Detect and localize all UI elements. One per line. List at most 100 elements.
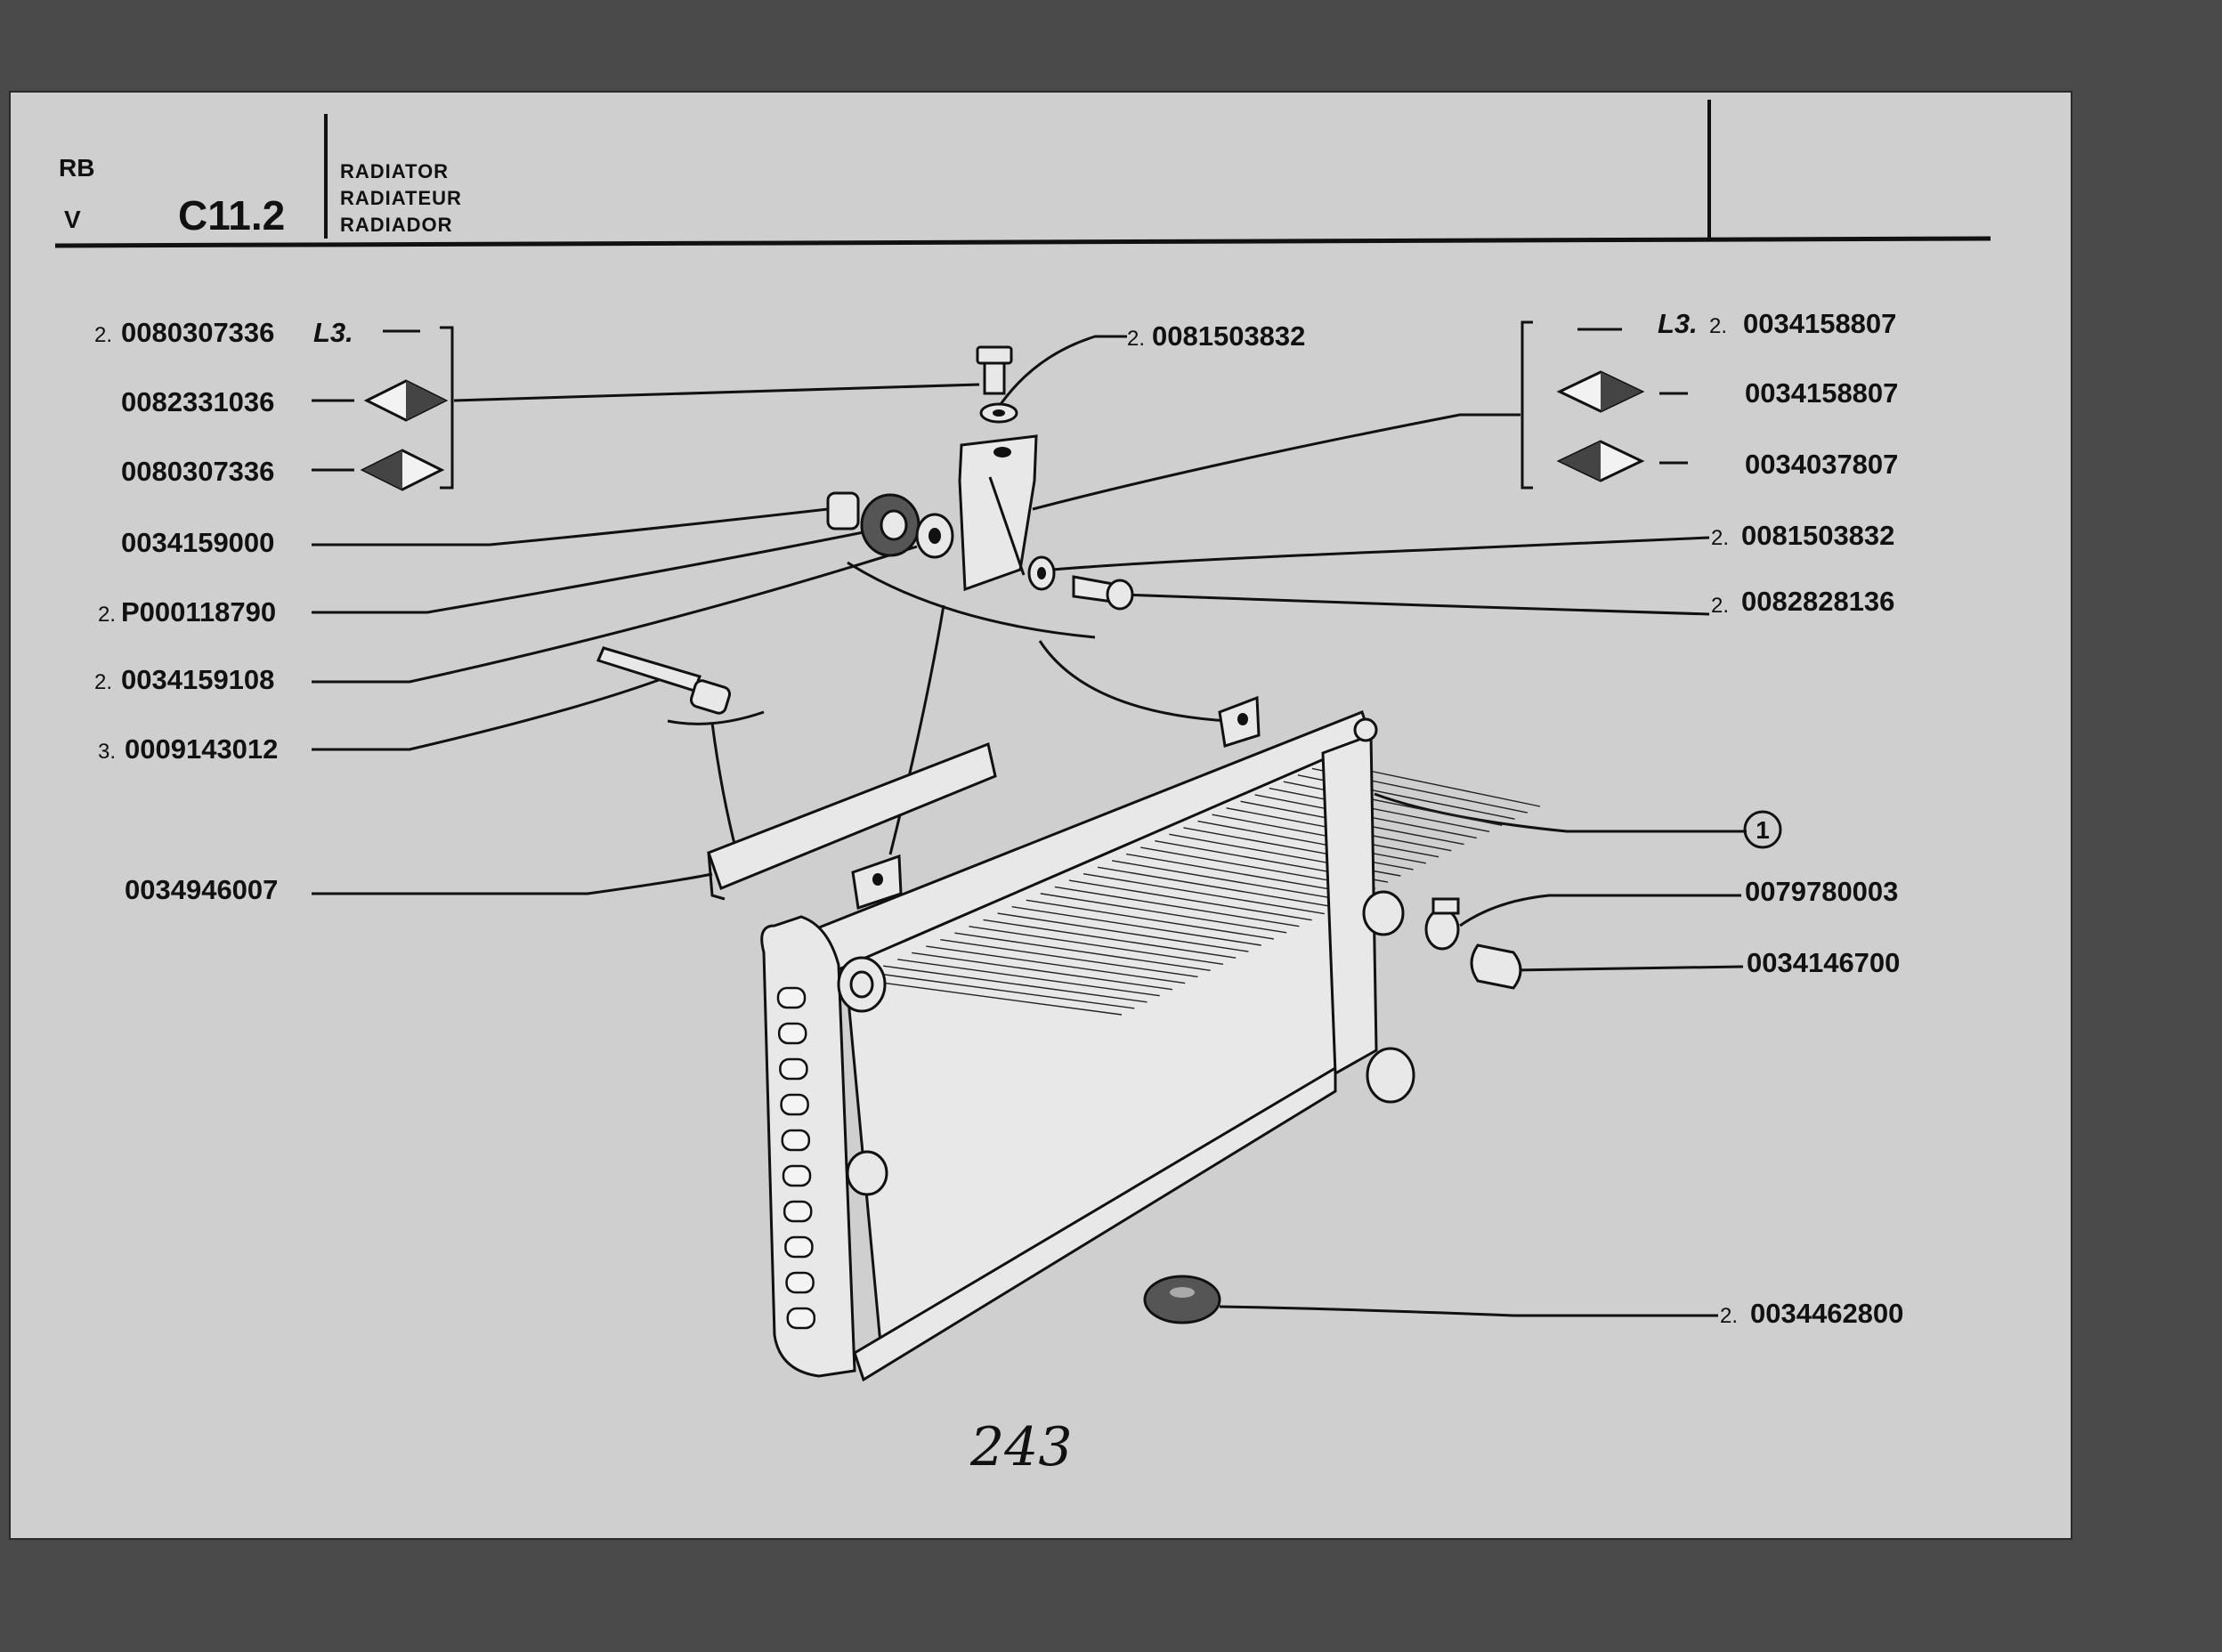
- tank-slot: [780, 1093, 809, 1116]
- fin-line: [926, 945, 1186, 984]
- radiator-filler-cap: [1353, 717, 1378, 742]
- leader-0034462800: [1219, 1305, 1718, 1317]
- washer-hole: [1037, 567, 1046, 579]
- fin-line: [997, 912, 1249, 952]
- tank-slot: [784, 1235, 814, 1259]
- part-number-0034037807: 0034037807: [1745, 449, 1898, 480]
- hose-icon: [1470, 943, 1522, 990]
- mounting-bracket: [958, 434, 1038, 592]
- leader-0081503832-right: [1051, 536, 1710, 571]
- right-variant-bracket: [1521, 320, 1688, 490]
- parts-catalog-sheet: [9, 91, 2072, 1540]
- diamond-fill: [1560, 441, 1601, 481]
- title-spanish: RADIADOR: [340, 214, 453, 236]
- radiator-drain-pipe: [846, 1150, 888, 1196]
- part-number-0082331036: 0082331036: [121, 386, 274, 417]
- title-english: RADIATOR: [340, 160, 449, 182]
- fin-line: [1111, 860, 1350, 903]
- assembly-arc: [847, 561, 1096, 639]
- bracket-hole: [993, 447, 1011, 458]
- qty-label: 2.: [1720, 1304, 1738, 1328]
- fin-line: [969, 926, 1224, 965]
- fin-line: [1054, 886, 1300, 927]
- qty-label: 2.: [1709, 314, 1727, 338]
- tank-slot: [782, 1164, 812, 1187]
- qty-label: 2.: [94, 323, 112, 347]
- hardware-parts: [596, 345, 1522, 1324]
- pipe-opening: [849, 970, 874, 999]
- support-strip-part: [707, 741, 997, 890]
- callout-number: 1: [1756, 816, 1770, 844]
- part-number-p000118790: P000118790: [121, 596, 276, 628]
- radiator-right-tank: [1321, 733, 1378, 1076]
- tank-slot: [776, 986, 807, 1009]
- l3-marker-right: L3.: [1658, 308, 1698, 339]
- fin-line: [883, 965, 1147, 1003]
- fin-line: [1126, 853, 1363, 895]
- fin-line: [1068, 879, 1312, 921]
- left-variant-bracket: [312, 326, 454, 491]
- header-rule: [54, 236, 1991, 248]
- clamp-screw-icon: [1431, 897, 1460, 915]
- fin-line: [1283, 781, 1503, 826]
- qty-label: 2.: [1711, 594, 1729, 618]
- qty-label: 2.: [1711, 526, 1729, 550]
- support-pin-icon: [596, 646, 701, 692]
- leader-0034946007: [312, 872, 713, 895]
- part-number-0034159000: 0034159000: [121, 527, 274, 558]
- rubber-pad-icon: [1143, 1275, 1221, 1324]
- fin-line: [954, 932, 1211, 972]
- radiator-assembly: [760, 695, 1541, 1382]
- qty-label: 3.: [98, 740, 116, 764]
- tank-slot: [781, 1129, 811, 1152]
- bracket-edge: [988, 476, 1026, 576]
- part-number-0080307336-l3: 0080307336: [121, 317, 274, 348]
- tank-slot: [783, 1200, 813, 1223]
- leader-0034037807: [1032, 413, 1521, 511]
- tank-slots: [776, 986, 816, 1330]
- tank-slot: [777, 1022, 807, 1045]
- header: RB V C11.2 RADIATOR RADIATEUR RADIADOR: [54, 100, 1991, 248]
- support-strip: [707, 741, 997, 901]
- part-number-0081503832-top: 0081503832: [1152, 320, 1305, 352]
- diamond-fill: [363, 450, 402, 490]
- qty-label: 2.: [94, 670, 112, 694]
- model-code-rb: RB: [59, 154, 94, 182]
- washer-hole: [993, 409, 1005, 417]
- part-number-0082828136: 0082828136: [1741, 586, 1894, 617]
- callout-1: 1: [1743, 810, 1782, 849]
- top-part-list: 2. 0081503832: [1127, 320, 1305, 352]
- part-number-0034158807: 0034158807: [1745, 377, 1898, 409]
- part-number-0034462800: 0034462800: [1750, 1298, 1903, 1329]
- support-strip-edge: [707, 852, 726, 901]
- qty-label: 2.: [98, 603, 116, 627]
- bracket-left: [440, 326, 454, 490]
- fin-line: [1011, 905, 1261, 946]
- right-part-list: L3. 2. 0034158807 0034158807 0034037807 …: [1658, 308, 1903, 1329]
- part-number-0079780003: 0079780003: [1745, 876, 1898, 907]
- model-code-v: V: [64, 206, 81, 233]
- bolt-head-icon: [1106, 579, 1134, 611]
- assembly-guide: [710, 722, 739, 855]
- leader-0082331036: [453, 383, 980, 402]
- radiator-outlet-pipe: [1366, 1047, 1415, 1104]
- assembly-guide: [888, 604, 945, 855]
- bracket-right: [1521, 320, 1533, 490]
- left-part-list: 2. 0080307336 L3. 0082331036 0080307336 …: [94, 317, 353, 905]
- fin-line: [940, 938, 1198, 978]
- leader-0079780003: [1459, 894, 1741, 927]
- rubber-bush-hole: [880, 509, 908, 541]
- bolt-head-icon: [976, 345, 1013, 365]
- fin-line: [912, 952, 1173, 991]
- fin-line: [1097, 866, 1338, 909]
- washer-hole: [929, 528, 941, 544]
- fin-line: [1183, 827, 1414, 871]
- diamond-fill: [406, 381, 445, 420]
- section-code: C11.2: [178, 192, 285, 239]
- part-number-0080307336: 0080307336: [121, 456, 274, 487]
- leader-lines: [312, 335, 1747, 1317]
- fin-line: [1026, 899, 1275, 940]
- leader-0034146700: [1512, 965, 1744, 972]
- hose-clamp-icon: [1424, 908, 1460, 951]
